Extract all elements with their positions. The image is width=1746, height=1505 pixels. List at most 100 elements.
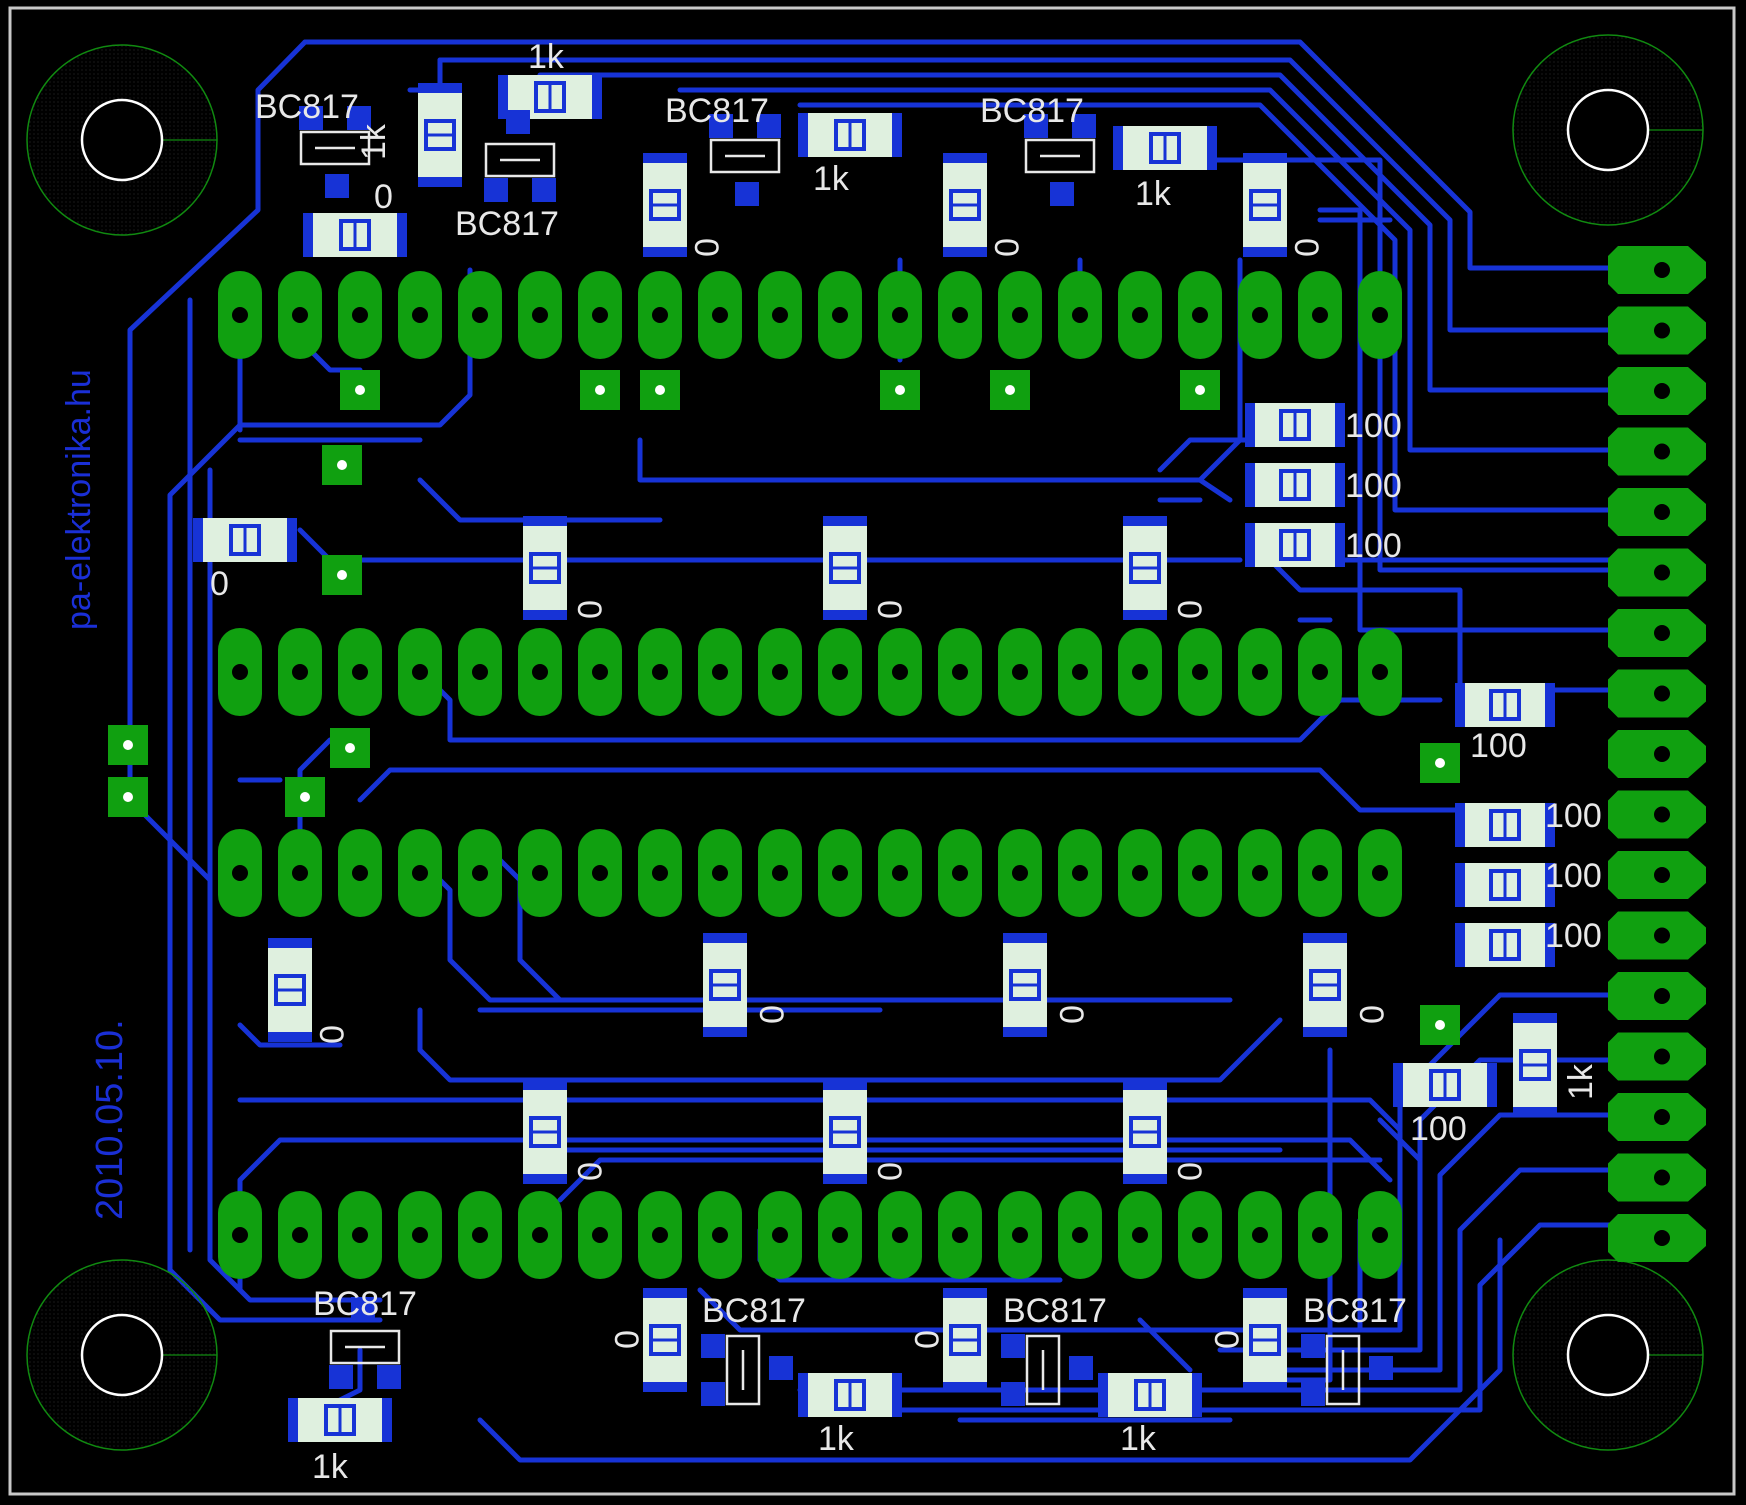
smd-resistor bbox=[1243, 153, 1287, 257]
header-pad-hole bbox=[292, 664, 308, 680]
smd-resistor bbox=[643, 153, 687, 257]
via-hole bbox=[300, 792, 310, 802]
header-pad-hole bbox=[892, 1227, 908, 1243]
smd-resistor bbox=[1245, 463, 1345, 507]
label-r0: 0 bbox=[374, 178, 393, 216]
bc817-transistor bbox=[484, 110, 556, 202]
smd-resistor bbox=[943, 1288, 987, 1392]
bc817-transistor bbox=[1001, 1334, 1093, 1406]
label-r100: 100 bbox=[1345, 527, 1402, 565]
header-pad-hole bbox=[1372, 307, 1388, 323]
bc817-transistor bbox=[329, 1297, 401, 1389]
label-bc817: BC817 bbox=[980, 92, 1084, 130]
label-r0: 0 bbox=[1170, 1162, 1208, 1181]
label-bc817: BC817 bbox=[255, 88, 359, 126]
credit-text: pa-elektronika.hu bbox=[60, 369, 98, 630]
copper-trace bbox=[417, 477, 663, 523]
header-pad-hole bbox=[412, 307, 428, 323]
smd-resistor bbox=[798, 113, 902, 157]
header-pad-hole bbox=[472, 664, 488, 680]
label-r1k: 1k bbox=[1135, 175, 1172, 213]
smd-resistor bbox=[1393, 1063, 1497, 1107]
via-layer bbox=[108, 370, 1460, 1045]
header-pad-hole bbox=[532, 1227, 548, 1243]
header-pad-hole bbox=[472, 1227, 488, 1243]
header-pad-hole bbox=[412, 1227, 428, 1243]
copper-trace bbox=[302, 39, 1623, 271]
label-r0: 0 bbox=[1052, 1005, 1090, 1024]
header-pad-hole bbox=[1192, 865, 1208, 881]
smd-resistor bbox=[1003, 933, 1047, 1037]
header-pad-hole bbox=[1132, 664, 1148, 680]
edge-connector-hole bbox=[1654, 746, 1670, 762]
smd-resistor bbox=[703, 933, 747, 1037]
label-bc817: BC817 bbox=[313, 1285, 417, 1323]
smd-resistor bbox=[1245, 523, 1345, 567]
header-pad-hole bbox=[832, 1227, 848, 1243]
copper-trace bbox=[797, 102, 1623, 513]
label-r1k: 1k bbox=[818, 1420, 855, 1458]
header-pad-hole bbox=[232, 664, 248, 680]
label-r0: 0 bbox=[870, 600, 908, 619]
edge-connector-hole bbox=[1654, 564, 1670, 581]
copper-trace bbox=[1377, 1117, 1423, 1163]
label-bc817: BC817 bbox=[702, 1292, 806, 1330]
copper-trace bbox=[237, 1022, 343, 1048]
label-r0: 0 bbox=[570, 1162, 608, 1181]
header-pad-hole bbox=[592, 664, 608, 680]
smd-resistor bbox=[523, 516, 567, 620]
label-bc817: BC817 bbox=[1303, 1292, 1407, 1330]
edge-connector-hole bbox=[1654, 1169, 1670, 1186]
header-pad-hole bbox=[1192, 1227, 1208, 1243]
smd-resistor bbox=[1303, 933, 1347, 1037]
smd-resistor bbox=[418, 83, 462, 187]
label-r0: 0 bbox=[210, 565, 229, 603]
header-pad-hole bbox=[892, 664, 908, 680]
via-hole bbox=[123, 740, 133, 750]
mounting-hole-drill bbox=[1566, 88, 1650, 172]
label-r0: 0 bbox=[987, 238, 1025, 257]
header-pad-hole bbox=[772, 307, 788, 323]
edge-connector bbox=[1608, 246, 1706, 1262]
edge-connector-hole bbox=[1654, 504, 1670, 520]
header-pad-hole bbox=[1132, 1227, 1148, 1243]
header-pad-hole bbox=[232, 1227, 248, 1243]
label-r0: 0 bbox=[752, 1005, 790, 1024]
board-outline bbox=[8, 6, 1736, 1496]
trace-layer bbox=[127, 39, 1653, 1463]
via-hole bbox=[355, 385, 365, 395]
header-pad-hole bbox=[712, 1227, 728, 1243]
smd-resistor bbox=[798, 1373, 902, 1417]
copper-trace bbox=[437, 57, 1623, 333]
bc817-transistor bbox=[709, 114, 781, 206]
edge-connector-hole bbox=[1654, 988, 1670, 1004]
label-r100: 100 bbox=[1545, 917, 1602, 955]
label-r100: 100 bbox=[1470, 727, 1527, 765]
copper-trace bbox=[357, 767, 1463, 813]
label-r0: 0 bbox=[1207, 1330, 1245, 1349]
via-hole bbox=[1005, 385, 1015, 395]
header-pad-hole bbox=[1192, 664, 1208, 680]
header-pad-hole bbox=[652, 1227, 668, 1243]
label-bc817: BC817 bbox=[455, 205, 559, 243]
label-bc817: BC817 bbox=[665, 92, 769, 130]
header-pad-hole bbox=[832, 307, 848, 323]
header-layer bbox=[218, 271, 1402, 1279]
mounting-hole-drill bbox=[1566, 1313, 1650, 1397]
copper-trace bbox=[817, 1222, 1653, 1413]
label-bc817: BC817 bbox=[1003, 1292, 1107, 1330]
smd-resistor bbox=[1098, 1373, 1202, 1417]
label-r100: 100 bbox=[1410, 1110, 1467, 1148]
copper-trace bbox=[1137, 1317, 1193, 1373]
label-r0: 0 bbox=[907, 1330, 945, 1349]
header-pad-hole bbox=[712, 865, 728, 881]
header-pad-hole bbox=[1072, 307, 1088, 323]
header-pad-hole bbox=[652, 664, 668, 680]
label-r1k: 1k bbox=[528, 38, 565, 76]
bc817-transistor bbox=[1301, 1334, 1393, 1406]
edge-connector-hole bbox=[1654, 383, 1670, 399]
header-pad-hole bbox=[1072, 664, 1088, 680]
edge-connector-hole bbox=[1654, 806, 1670, 823]
header-pad-hole bbox=[1012, 865, 1028, 881]
copper-trace bbox=[1317, 207, 1623, 633]
